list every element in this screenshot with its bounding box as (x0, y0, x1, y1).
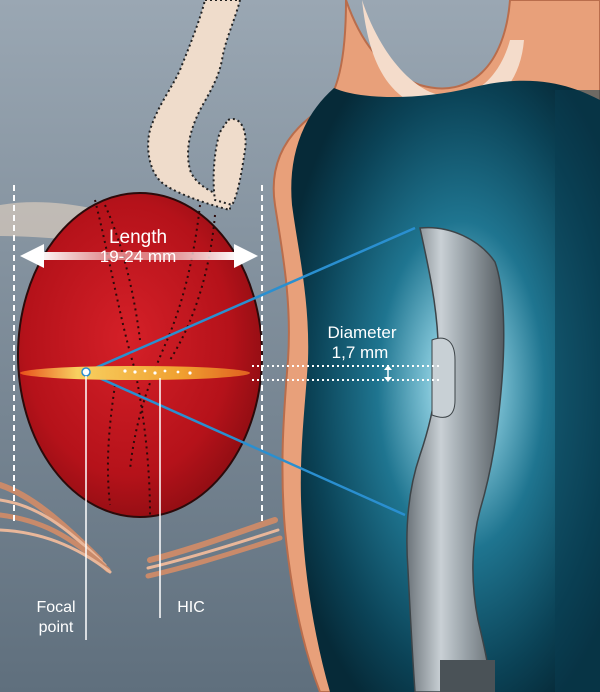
ablation-zone (20, 366, 250, 380)
seminal-vesicles (0, 0, 247, 240)
hic-label: HIC (177, 599, 205, 616)
diameter-label: Diameter (328, 323, 397, 342)
focal-label-line1: Focal (36, 599, 75, 616)
diameter-arrow (384, 365, 392, 382)
leader-lines (85, 376, 161, 640)
diameter-guides (252, 365, 440, 381)
diameter-value: 1,7 mm (332, 343, 389, 362)
ultrasound-beam (85, 226, 416, 517)
neurovascular-bundle-right (145, 517, 283, 579)
focal-label-line2: point (39, 619, 74, 636)
length-value: 19-24 mm (100, 247, 177, 266)
length-arrow (20, 244, 258, 268)
neurovascular-bundle-left (0, 482, 112, 574)
focal-point-marker (81, 367, 91, 377)
transducer (406, 226, 505, 692)
length-label: Length (109, 227, 167, 248)
